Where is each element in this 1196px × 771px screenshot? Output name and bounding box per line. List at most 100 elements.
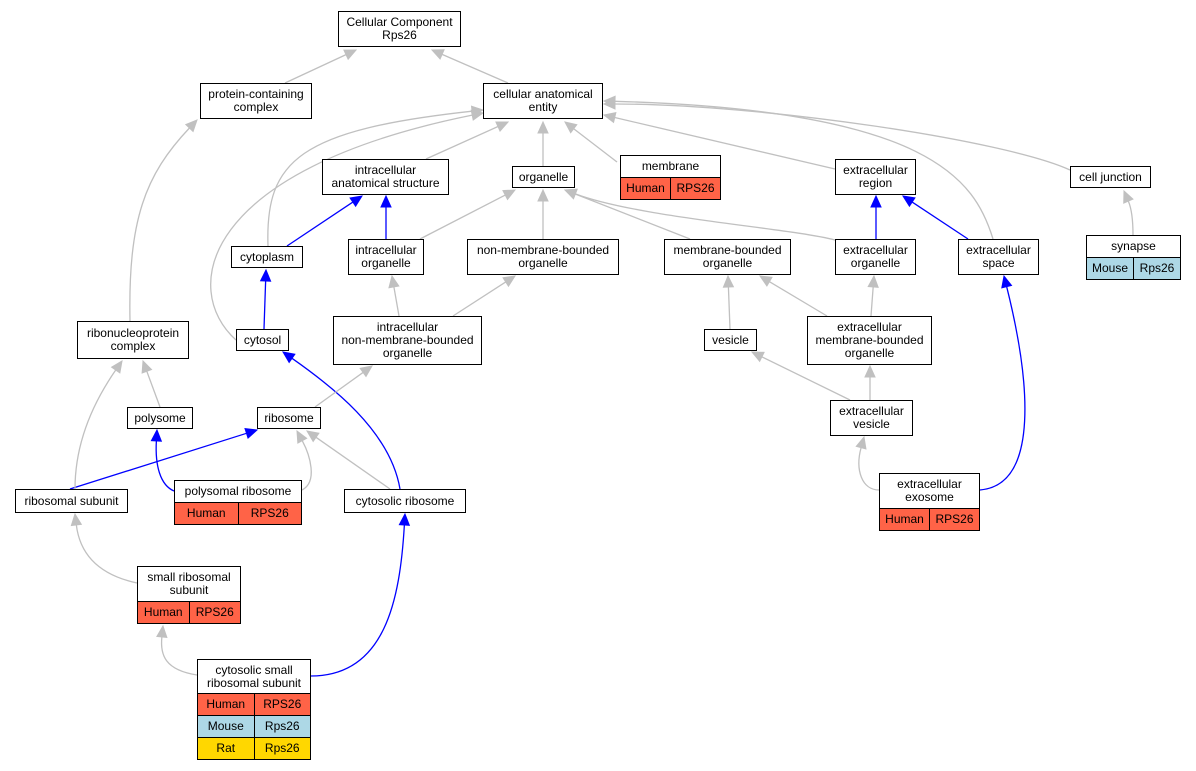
edge-polysomal-ribosome-to-ribosome	[301, 440, 312, 491]
node-label: intracellular organelle	[355, 243, 417, 270]
arrowhead-ribosomal_subunit>ribosome	[244, 427, 259, 439]
arrowhead-vesicle>membrane_bounded_organelle	[722, 274, 735, 288]
edge-vesicle-to-membrane-bounded-organelle	[727, 286, 731, 330]
node-label: ribosome	[264, 410, 314, 425]
node-cytoplasm[interactable]: cytoplasm	[231, 246, 303, 268]
node-label: organelle	[518, 169, 569, 184]
arrowhead-extracellular_vesicle>extracellular_membrane_bounded_organelle	[864, 364, 876, 378]
node-extracellular-region[interactable]: extracellular region	[835, 159, 916, 195]
species-name: Mouse	[1091, 261, 1129, 275]
species-name: Human	[206, 697, 246, 711]
node-intracellular-non-membrane-bounded-organelle[interactable]: intracellular non-membrane-bounded organ…	[333, 316, 482, 365]
edge-extracellular-membrane-bounded-organelle-to-membrane-bounded-organelle	[769, 281, 828, 317]
edge-cytosol-to-cellular-anatomical-entity	[210, 114, 473, 341]
edge-extracellular-membrane-bounded-organelle-to-extracellular-organelle	[870, 286, 874, 317]
node-intracellular-anatomical-structure[interactable]: intracellular anatomical structure	[322, 159, 449, 195]
arrowhead-extracellular_vesicle>vesicle	[750, 351, 765, 363]
node-label: small ribosomal subunit	[147, 570, 231, 597]
gene-symbol: RPS26	[237, 503, 302, 524]
node-extracellular-membrane-bounded-organelle[interactable]: extracellular membrane-bounded organelle	[807, 316, 932, 365]
node-protein-containing-complex[interactable]: protein-containing complex	[200, 83, 312, 119]
node-label: membrane	[641, 159, 700, 173]
node-extracellular-vesicle[interactable]: extracellular vesicle	[830, 400, 913, 436]
arrowhead-extracellular_space>cellular_anatomical_entity	[602, 95, 616, 108]
edge-protein-containing-complex-to-cellular-component	[284, 54, 347, 84]
species-name: Mouse	[207, 719, 244, 733]
gene-symbol: Rps26	[253, 716, 311, 737]
edge-intracellular-non-membrane-bounded-organelle-to-non-membrane-bounded-organelle	[452, 281, 507, 317]
node-label: non-membrane-bounded organelle	[476, 243, 610, 270]
edge-ribosomal-subunit-to-ribonucleoprotein-complex	[74, 369, 117, 490]
node-membrane-bounded-organelle[interactable]: membrane-bounded organelle	[664, 239, 791, 275]
arrowhead-extracellular_exosome>extracellular_space	[1001, 274, 1013, 289]
edge-intracellular-non-membrane-bounded-organelle-to-intracellular-organelle	[393, 286, 400, 317]
arrowhead-ribonucleoprotein_complex>protein_containing_complex	[184, 119, 198, 133]
node-ribonucleoprotein-complex[interactable]: ribonucleoprotein complex	[77, 321, 189, 359]
arrowhead-intracellular_organelle>intracellular_anatomical_structure	[380, 194, 392, 208]
node-polysome[interactable]: polysome	[127, 407, 193, 429]
gene-symbol: Rps26	[253, 738, 311, 759]
node-cell-junction[interactable]: cell junction	[1070, 166, 1151, 188]
arrowhead-cytosolic_small_ribosomal_subunit>small_ribosomal_subunit	[156, 624, 168, 639]
node-label: extracellular exosome	[897, 477, 962, 504]
node-cytosol[interactable]: cytosol	[236, 329, 289, 351]
node-ribosome[interactable]: ribosome	[257, 407, 321, 429]
node-label: cytosol	[243, 332, 282, 347]
species-row-human: Human RPS26	[198, 693, 310, 715]
edge-membrane-to-cellular-anatomical-entity	[573, 128, 618, 163]
edge-intracellular-organelle-to-organelle	[419, 194, 506, 240]
node-label: extracellular vesicle	[839, 404, 904, 431]
arrowhead-extracellular_exosome>extracellular_vesicle	[855, 435, 867, 450]
edge-cellular-anatomical-entity-to-cellular-component	[441, 53, 509, 84]
gene-symbol: RPS26	[253, 694, 311, 715]
edge-extracellular-vesicle-to-vesicle	[761, 356, 851, 401]
arrowhead-polysomal_ribosome>polysome	[150, 428, 163, 442]
edge-cell-junction-to-cellular-anatomical-entity	[614, 103, 1071, 171]
node-cytosolic-ribosome[interactable]: cytosolic ribosome	[344, 489, 466, 513]
edge-synapse-to-cell-junction	[1127, 200, 1134, 236]
node-non-membrane-bounded-organelle[interactable]: non-membrane-bounded organelle	[467, 239, 619, 275]
edge-cytosol-to-cytoplasm	[263, 280, 267, 330]
arrowhead-ribosomal_subunit>ribonucleoprotein_complex	[110, 360, 123, 374]
node-label: polysome	[134, 410, 186, 425]
node-extracellular-organelle[interactable]: extracellular organelle	[835, 239, 916, 275]
gene-symbol: RPS26	[188, 602, 241, 623]
edge-cytoplasm-to-cellular-anatomical-entity	[267, 110, 473, 247]
edge-cytosolic-ribosome-to-cytosol	[291, 357, 401, 490]
arrowhead-intracellular_anatomical_structure>cellular_anatomical_entity	[495, 121, 510, 132]
arrowhead-cytosol>cellular_anatomical_entity	[470, 109, 485, 121]
arrowhead-cytosolic_ribosome>cytosol	[282, 351, 296, 364]
edge-cytosolic-ribosome-to-ribosome	[315, 436, 391, 490]
node-label: extracellular membrane-bounded organelle	[815, 320, 924, 360]
gene-symbol: RPS26	[929, 509, 979, 530]
edge-cytosolic-small-ribosomal-subunit-to-small-ribosomal-subunit	[160, 636, 198, 676]
edge-small-ribosomal-subunit-to-ribosomal-subunit	[75, 524, 138, 584]
edge-intracellular-anatomical-structure-to-cellular-anatomical-entity	[425, 125, 499, 160]
edge-cytosolic-small-ribosomal-subunit-to-cytosolic-ribosome	[310, 524, 406, 677]
arrowhead-cytosolic_ribosome>ribosome	[306, 430, 320, 443]
node-label: protein-containing complex	[208, 87, 304, 114]
edge-ribonucleoprotein-complex-to-protein-containing-complex	[129, 127, 190, 322]
node-cellular-anatomical-entity[interactable]: cellular anatomical entity	[483, 83, 603, 119]
node-organelle[interactable]: organelle	[512, 166, 575, 188]
node-intracellular-organelle[interactable]: intracellular organelle	[348, 239, 424, 275]
node-cellular-component[interactable]: Cellular Component Rps26	[338, 11, 461, 47]
node-label: ribosomal subunit	[24, 493, 119, 508]
arrowhead-cytosol>cytoplasm	[259, 268, 272, 282]
arrowhead-protein_containing_complex>cellular_component	[343, 49, 358, 61]
node-ribosomal-subunit[interactable]: ribosomal subunit	[15, 489, 128, 513]
edge-membrane-bounded-organelle-to-organelle	[575, 193, 691, 240]
node-extracellular-space[interactable]: extracellular space	[958, 239, 1039, 275]
node-vesicle[interactable]: vesicle	[704, 329, 757, 351]
node-label: extracellular region	[843, 163, 908, 190]
node-label: extracellular space	[966, 243, 1031, 270]
